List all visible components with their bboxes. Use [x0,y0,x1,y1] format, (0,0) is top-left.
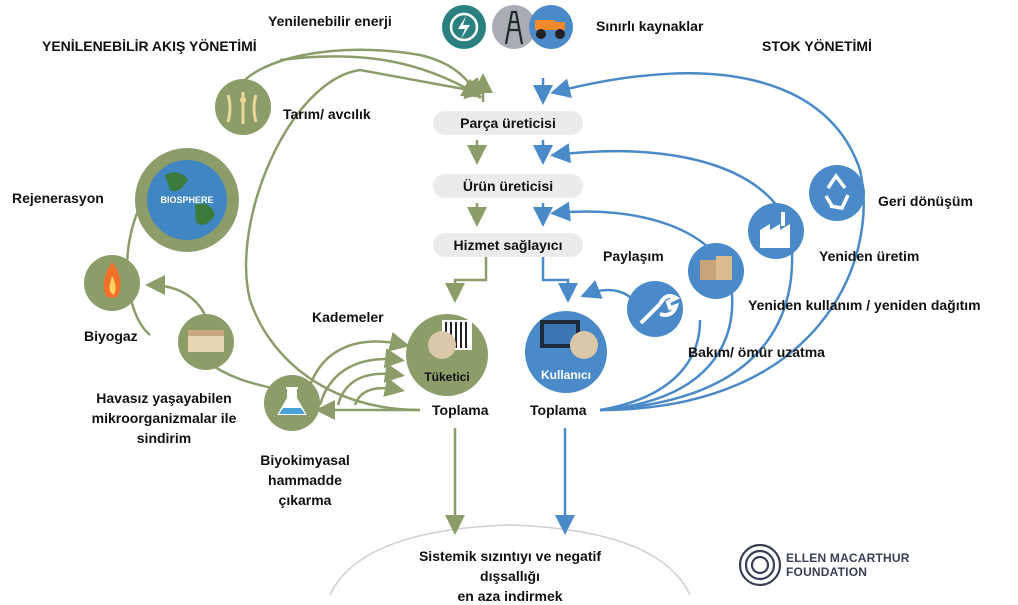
leakage-label-3: en aza indirmek [457,588,563,604]
factory-icon [748,203,804,259]
biochem-label-3: çıkarma [278,492,332,508]
logo-line-2: FOUNDATION [786,565,868,579]
leakage-arc [329,524,691,596]
sharing-label: Paylaşım [603,248,664,264]
leakage-label-2: dışsallığı [480,568,540,584]
regeneration-label: Rejenerasyon [12,190,104,206]
renewable-flow-heading: YENİLENEBİLİR AKIŞ YÖNETİMİ [42,38,257,54]
foundation-logo [738,543,782,587]
leakage-label-1: Sistemik sızıntıyı ve negatif [418,548,602,564]
technical-flows [533,72,865,535]
anaerobic-digestion-icon [178,314,234,370]
biosphere-label: BIOSPHERE [160,195,214,205]
reuse-label: Yeniden kullanım / yeniden dağıtım [748,297,981,313]
product-maker-stage: Ürün üreticisi [433,174,583,198]
biosphere-icon [135,148,239,252]
maintenance-label: Bakım/ ömür uzatma [688,344,825,360]
biochemical-extraction-icon [264,375,320,431]
mining-truck-icon [529,5,573,49]
recycle-icon [809,165,865,221]
logo-line-1: ELLEN MACARTHUR [786,551,910,565]
biological-flows [125,48,493,535]
farming-label: Tarım/ avcılık [283,106,371,122]
bio-collection-label: Toplama [432,402,489,418]
consumer-icon [406,314,488,396]
biochem-label-1: Biyokimyasal [260,452,350,468]
anaerobic-label-2: mikroorganizmalar ile [91,410,237,426]
stock-management-heading: STOK YÖNETİMİ [762,38,872,54]
biogas-icon [84,255,140,311]
renewable-energy-label: Yenilenebilir enerji [268,13,392,29]
biochem-label-2: hammadde [268,472,342,488]
renewable-energy-icon [442,5,486,49]
service-provider-stage: Hizmet sağlayıcı [433,233,583,257]
anaerobic-label-1: Havasız yaşayabilen [96,390,232,406]
boxes-icon [688,243,744,299]
anaerobic-label-3: sindirim [136,430,192,446]
oil-rig-icon [492,5,536,49]
biogas-label: Biyogaz [84,328,138,344]
user-label: Kullanıcı [540,368,591,382]
wrench-icon [627,281,683,337]
parts-maker-stage: Parça üreticisi [433,111,583,135]
tech-collection-label: Toplama [530,402,587,418]
user-icon [525,311,607,393]
cascades-label: Kademeler [312,309,384,325]
farming-icon [215,79,271,135]
finite-resources-label: Sınırlı kaynaklar [596,18,704,34]
consumer-label: Tüketici [424,370,470,384]
recycling-label: Geri dönüşüm [878,193,973,209]
remanufacture-label: Yeniden üretim [819,248,920,264]
